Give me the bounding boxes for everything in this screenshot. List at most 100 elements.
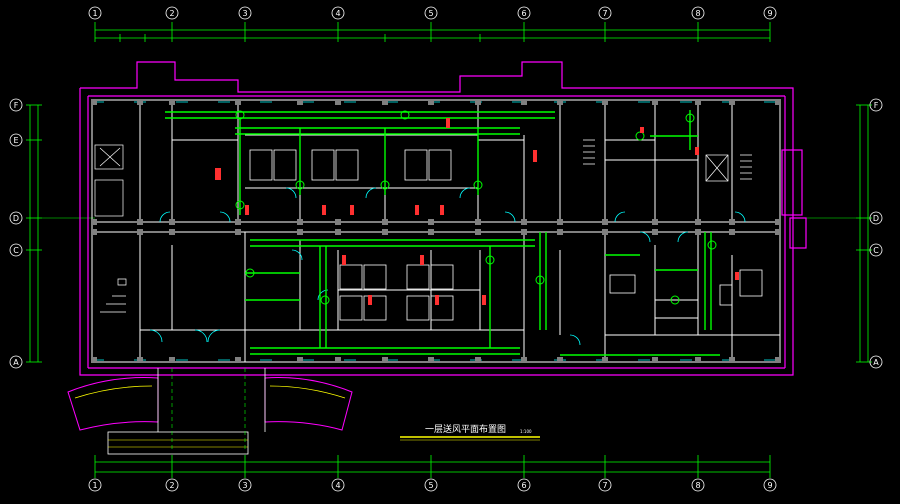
axis-bubble-top-8: 8 [695,9,700,18]
structural-column [137,357,143,363]
drawing-title-block: 一层送风平面布置图 1:100 [400,423,540,441]
axis-bubble-top-7: 7 [602,9,607,18]
axis-bubble-left-A: A [13,358,19,367]
structural-column [652,99,658,105]
structural-column [91,99,97,105]
drawing-title: 一层送风平面布置图 [425,423,506,435]
duct-diffusers [235,110,717,305]
structural-column [169,219,175,225]
axis-bubble-top-5-circle [424,6,438,20]
axis-bubble-top-5: 5 [428,9,433,18]
structural-column [382,357,388,363]
structural-column [297,219,303,225]
structural-column [297,229,303,235]
structural-column [335,357,341,363]
structural-column [475,357,481,363]
structural-column [91,219,97,225]
side-dimension-lines [26,104,872,363]
axis-bubble-top-3: 3 [242,9,247,18]
bottom-dimension-lines [94,455,771,478]
structural-column [428,229,434,235]
axis-bubble-left-D: D [13,214,19,223]
structural-column [91,229,97,235]
structural-column [602,219,608,225]
structural-column [652,357,658,363]
axis-bubble-left-E: E [13,136,18,145]
top-dimension-lines [94,22,771,42]
axis-bubble-top-6: 6 [521,9,526,18]
axis-bubble-bottom-4: 4 [335,481,340,490]
structural-column [335,219,341,225]
structural-column [521,99,527,105]
structural-column [137,219,143,225]
structural-column [475,219,481,225]
axis-bubble-top-4-circle [331,6,345,20]
axis-bubble-top-3-circle [238,6,252,20]
structural-column [91,357,97,363]
structural-column [775,229,781,235]
structural-column [521,219,527,225]
structural-column [428,219,434,225]
axis-bubble-bottom-6: 6 [521,481,526,490]
structural-column [652,219,658,225]
structural-column [382,99,388,105]
axis-bubble-bottom-1-circle [88,478,102,492]
axis-bubble-top-7-circle [598,6,612,20]
axis-bubble-bottom-3-circle [238,478,252,492]
structural-column [521,357,527,363]
structural-column [235,357,241,363]
axis-bubble-right-F: F [874,101,879,110]
structural-columns [91,99,781,363]
axis-bubble-bottom-8-circle [691,478,705,492]
structural-column [695,219,701,225]
axis-bubble-bottom-7: 7 [602,481,607,490]
structural-column [521,229,527,235]
axis-bubble-left-C-circle [9,243,23,257]
axis-bubble-top-8-circle [691,6,705,20]
axis-bubble-top-2-circle [165,6,179,20]
doors [92,101,780,361]
structural-column [557,229,563,235]
drawing-scale: 1:100 [520,429,532,434]
structural-column [382,229,388,235]
axis-bubble-bottom-2: 2 [169,481,174,490]
axis-bubble-bottom-3: 3 [242,481,247,490]
walls [91,99,781,363]
structural-column [297,99,303,105]
structural-column [775,219,781,225]
axis-bubble-right-A: A [873,358,879,367]
axis-bubble-left-F-circle [9,98,23,112]
axis-bubble-right-C-circle [869,243,883,257]
axis-bubble-left-A-circle [9,355,23,369]
building-outline [79,61,807,376]
axis-bubble-top-9-circle [763,6,777,20]
structural-column [235,99,241,105]
axis-bubble-bottom-5: 5 [428,481,433,490]
stairs [94,139,752,313]
structural-column [602,229,608,235]
axis-bubble-top-1: 1 [92,9,97,18]
axis-bubble-right-F-circle [869,98,883,112]
entrance-canopy [67,368,353,455]
axis-bubble-bottom-4-circle [331,478,345,492]
structural-column [695,229,701,235]
axis-bubble-bottom-6-circle [517,478,531,492]
structural-column [335,99,341,105]
axis-bubble-bottom-5-circle [424,478,438,492]
structural-column [475,99,481,105]
axis-bubble-right-A-circle [869,355,883,369]
axis-bubble-bottom-7-circle [598,478,612,492]
structural-column [557,99,563,105]
axis-bubble-right-C: C [873,246,879,255]
axis-bubble-left-D-circle [9,211,23,225]
structural-column [169,229,175,235]
axis-bubble-left-F: F [14,101,19,110]
structural-column [602,357,608,363]
structural-column [775,99,781,105]
structural-column [235,229,241,235]
structural-column [775,357,781,363]
axis-bubble-top-1-circle [88,6,102,20]
axis-bubble-bottom-1: 1 [92,481,97,490]
axis-bubble-bottom-8: 8 [695,481,700,490]
